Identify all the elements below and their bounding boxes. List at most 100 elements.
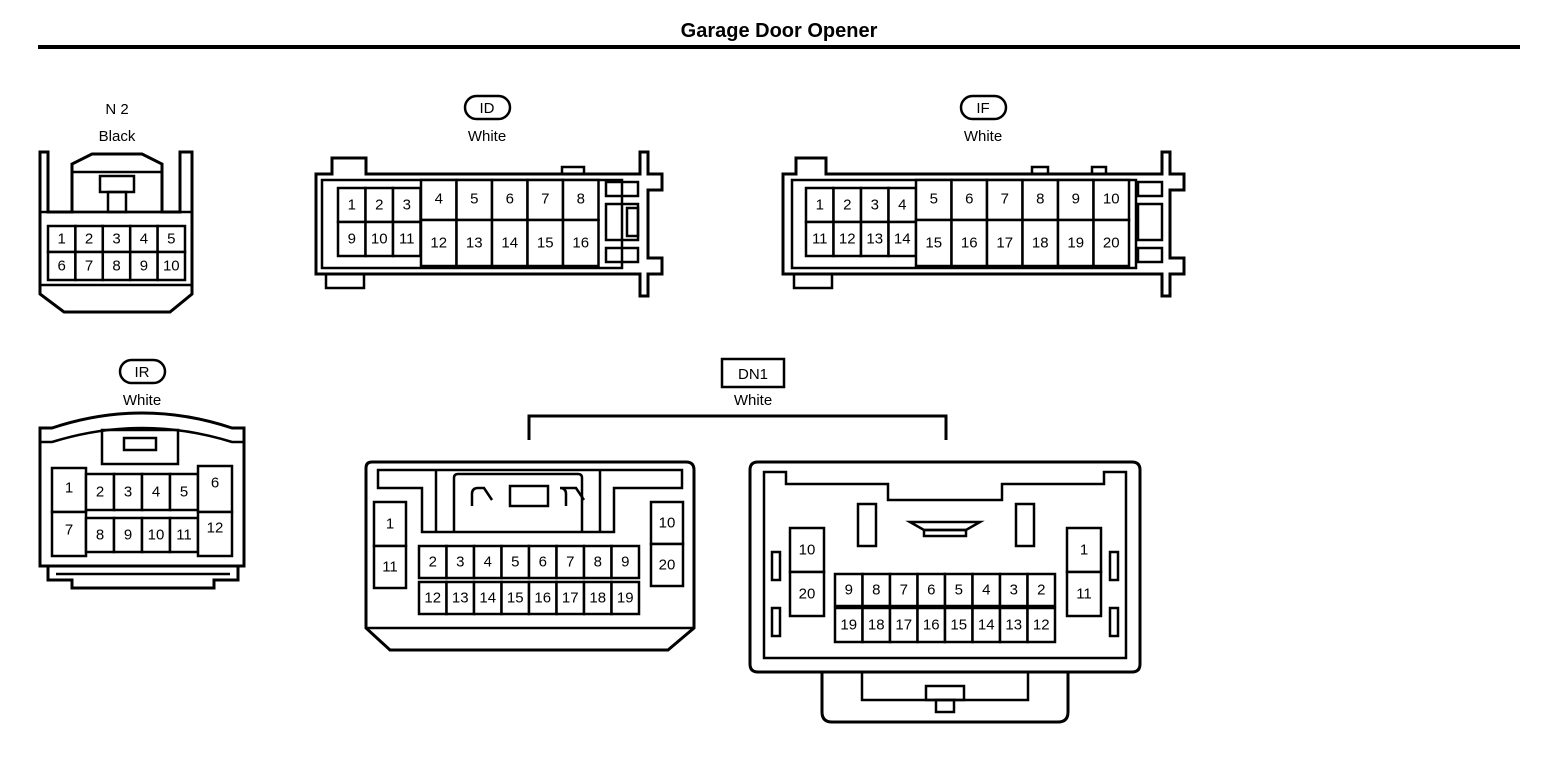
- if-pin-14: 14: [894, 231, 911, 248]
- ir-pin-7: 7: [65, 522, 73, 539]
- dn1-right-pin-1-cell: [1065, 526, 1103, 574]
- dn1-right-pin-3: 3: [1010, 582, 1018, 599]
- n2-pin-10: 10: [163, 258, 180, 275]
- ir-code-label: IR: [135, 364, 150, 381]
- if-pin-3: 3: [871, 197, 879, 214]
- if-pin-15-cell: [914, 218, 953, 268]
- id-pin-3: 3: [403, 197, 411, 214]
- dn1-right-pin-1: 1: [1080, 542, 1088, 559]
- dn1-bracket: [527, 414, 948, 440]
- dn1-left-pin-20: 20: [659, 557, 676, 574]
- dn1-right-pin-20-cell: [788, 570, 826, 618]
- page-title: Garage Door Opener: [680, 20, 878, 42]
- dn1-code-label: DN1: [738, 366, 768, 383]
- dn1-left-pin-10: 10: [659, 515, 676, 532]
- id-pin-4: 4: [435, 191, 443, 208]
- dn1-right-pin-13-cell: [998, 606, 1029, 644]
- id-pin-14: 14: [501, 235, 518, 252]
- dn1-right-pin-17: 17: [895, 617, 912, 634]
- ir-pin-5: 5: [180, 484, 188, 501]
- id-code-badge: [463, 94, 512, 121]
- if-pin-9: 9: [1072, 191, 1080, 208]
- id-pin-9-cell: [336, 220, 367, 258]
- id-pin-15-cell: [526, 218, 565, 268]
- if-pin-18: 18: [1032, 235, 1049, 252]
- if-pin-17: 17: [996, 235, 1013, 252]
- ir-pin-11: 11: [176, 527, 192, 544]
- dn1-right-pin-18: 18: [868, 617, 885, 634]
- dn1-left-pin-11-cell: [372, 544, 408, 590]
- if-pin-10: 10: [1103, 191, 1120, 208]
- dn1-right-pin-7: 7: [900, 582, 908, 599]
- n2-pin-5: 5: [167, 231, 175, 248]
- dn1-right-pin-15: 15: [950, 617, 967, 634]
- dn1-left-pin-2: 2: [429, 554, 437, 571]
- id-pin-5: 5: [470, 191, 478, 208]
- id-pin-15: 15: [537, 235, 554, 252]
- dn1-left-pin-4: 4: [484, 554, 492, 571]
- dn1-left-pin-1: 1: [386, 516, 394, 533]
- dn1-left-pin-12: 12: [424, 590, 441, 607]
- dn1-left-pin-10-cell: [649, 500, 685, 546]
- ir-pin-10-cell: [140, 516, 172, 554]
- dn1-left-pin-8: 8: [594, 554, 602, 571]
- ir-pin-6: 6: [211, 475, 219, 492]
- id-pin-8: 8: [577, 191, 585, 208]
- ir-pin-2: 2: [96, 484, 104, 501]
- dn1-right-pin-11-cell: [1065, 570, 1103, 618]
- dn1-right-pin-13: 13: [1005, 617, 1022, 634]
- id-housing: [314, 150, 664, 298]
- dn1-left-pin-6: 6: [539, 554, 547, 571]
- if-pin-16: 16: [961, 235, 978, 252]
- dn1-left-housing: [364, 460, 696, 652]
- dn1-right-pin-4: 4: [982, 582, 990, 599]
- dn1-left-pin-6-cell: [527, 544, 558, 580]
- n2-housing: [38, 150, 194, 314]
- if-pin-11: 11: [812, 231, 828, 248]
- dn1-left-pin-11: 11: [382, 559, 398, 576]
- id-pin-10: 10: [371, 231, 388, 248]
- dn1-right-pin-6: 6: [927, 582, 935, 599]
- dn1-right-pin-16: 16: [923, 617, 940, 634]
- id-pin-13: 13: [466, 235, 483, 252]
- n2-pin-7-cell: [74, 250, 105, 282]
- n2-pin-9: 9: [140, 258, 148, 275]
- ir-pin-9: 9: [124, 527, 132, 544]
- connector-dn1: DN1 White: [364, 357, 1142, 724]
- id-pin-3-cell: [391, 186, 422, 224]
- id-pin-6-cell: [490, 178, 529, 222]
- ir-pin-5-cell: [168, 472, 200, 512]
- ir-pin-4: 4: [152, 484, 160, 501]
- dn1-left-pin-18: 18: [589, 590, 606, 607]
- if-pin-15: 15: [925, 235, 942, 252]
- dn1-left-pin-9-cell: [610, 544, 641, 580]
- n2-pin-6-cell: [46, 250, 77, 282]
- dn1-right-housing: [748, 460, 1142, 724]
- if-pin-13: 13: [866, 231, 883, 248]
- dn1-left-pin-16-cell: [527, 580, 558, 616]
- dn1-right-pin-10: 10: [799, 542, 816, 559]
- n2-pin-6: 6: [58, 258, 66, 275]
- id-pin-10-cell: [364, 220, 395, 258]
- if-pin-7-cell: [985, 178, 1024, 222]
- if-code-badge: [959, 94, 1008, 121]
- id-pin-6: 6: [506, 191, 514, 208]
- dn1-left-pin-14: 14: [479, 590, 496, 607]
- if-pin-18-cell: [1021, 218, 1060, 268]
- dn1-left-pin-7: 7: [566, 554, 574, 571]
- id-pin-9: 9: [348, 231, 356, 248]
- id-pin-4-cell: [419, 178, 458, 222]
- if-pin-19: 19: [1067, 235, 1084, 252]
- ir-pin-3-cell: [112, 472, 144, 512]
- dn1-right-pin-20: 20: [799, 586, 816, 603]
- dn1-right-pin-2: 2: [1037, 582, 1045, 599]
- if-pin-16-cell: [950, 218, 989, 268]
- dn1-right-pin-3-cell: [998, 572, 1029, 608]
- dn1-left-pin-3: 3: [456, 554, 464, 571]
- dn1-right-pin-8: 8: [872, 582, 880, 599]
- ir-pin-3: 3: [124, 484, 132, 501]
